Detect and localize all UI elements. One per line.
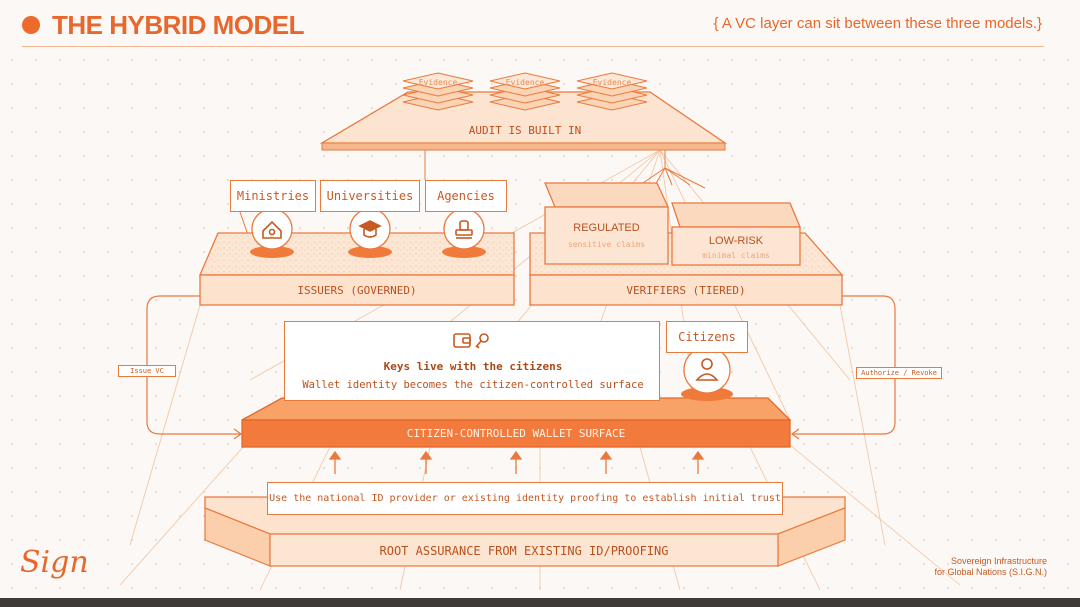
keys-subtitle: Wallet identity becomes the citizen-cont… bbox=[302, 379, 644, 391]
evidence-label: Evidence bbox=[418, 78, 458, 87]
bottom-bar bbox=[0, 598, 1080, 607]
key-icon bbox=[475, 333, 489, 349]
wallet-icon bbox=[453, 333, 471, 348]
evidence-stacks bbox=[402, 72, 648, 111]
authorize-flow bbox=[790, 295, 896, 440]
issuers-platform-front bbox=[199, 274, 515, 306]
footer-line-1: Sovereign Infrastructure bbox=[950, 556, 1047, 566]
trust-arrows bbox=[328, 450, 705, 474]
root-note: Use the national ID provider or existing… bbox=[267, 482, 783, 515]
issuer-pedestals bbox=[250, 208, 486, 258]
lowrisk-block-front bbox=[671, 226, 801, 266]
evidence-label: Evidence bbox=[592, 78, 632, 87]
title-bullet bbox=[22, 16, 40, 34]
wallet-surface-front bbox=[241, 419, 791, 448]
wallet-surface-top bbox=[241, 397, 792, 421]
evidence-label: Evidence bbox=[505, 78, 545, 87]
regulated-block-top bbox=[544, 182, 670, 208]
person-icon bbox=[695, 358, 719, 381]
citizens-box: Citizens bbox=[666, 321, 748, 353]
root-label: ROOT ASSURANCE FROM EXISTING ID/PROOFING bbox=[379, 544, 669, 558]
verifiers-label: VERIFIERS (TIERED) bbox=[626, 284, 746, 297]
root-platform-front bbox=[269, 533, 779, 567]
stamp-icon bbox=[455, 220, 473, 239]
audit-links bbox=[239, 150, 706, 236]
lowrisk-title: LOW-RISK bbox=[708, 235, 764, 247]
verifiers-platform-front bbox=[529, 274, 843, 306]
page-subtitle: { A VC layer can sit between these three… bbox=[713, 15, 1042, 32]
citizens-pedestal bbox=[681, 387, 733, 401]
wallet-label: CITIZEN-CONTROLLED WALLET SURFACE bbox=[406, 427, 626, 440]
footer-line-2: for Global Nations (S.I.G.N.) bbox=[934, 567, 1047, 577]
footer-text: Sovereign Infrastructure for Global Nati… bbox=[925, 556, 1047, 578]
keys-card: Keys live with the citizens Wallet ident… bbox=[284, 321, 660, 401]
authorize-revoke-label: Authorize / Revoke bbox=[856, 367, 942, 379]
house-icon bbox=[262, 220, 282, 239]
lowrisk-subtitle: minimal claims bbox=[702, 251, 770, 260]
regulated-title: REGULATED bbox=[573, 222, 640, 234]
header-divider bbox=[22, 46, 1044, 47]
lowrisk-block-top bbox=[671, 202, 801, 228]
agencies-box: Agencies bbox=[425, 180, 507, 212]
keys-icons bbox=[453, 333, 489, 349]
regulated-subtitle: sensitive claims bbox=[567, 240, 646, 249]
citizens-avatar bbox=[683, 346, 731, 394]
ministries-box: Ministries bbox=[230, 180, 316, 212]
graduation-cap-icon bbox=[358, 220, 382, 238]
regulated-block-front bbox=[544, 206, 669, 265]
universities-box: Universities bbox=[320, 180, 420, 212]
issuers-label: ISSUERS (GOVERNED) bbox=[297, 284, 417, 297]
page-title: THE HYBRID MODEL bbox=[52, 10, 305, 40]
keys-title: Keys live with the citizens bbox=[383, 360, 563, 373]
audit-label: AUDIT IS BUILT IN bbox=[468, 124, 582, 137]
sign-logo: Sign bbox=[20, 545, 89, 580]
audit-platform-edge bbox=[321, 142, 726, 151]
issue-vc-label: Issue VC bbox=[118, 365, 176, 377]
